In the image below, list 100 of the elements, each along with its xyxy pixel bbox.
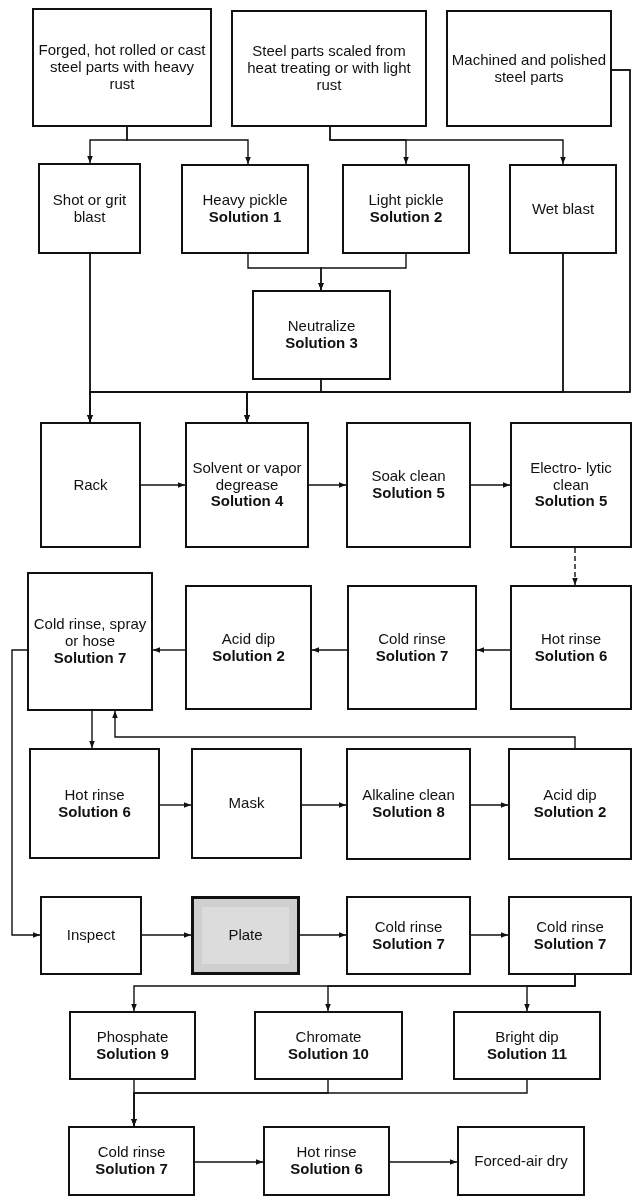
flow-arrow bbox=[329, 126, 566, 165]
process-box bbox=[346, 748, 471, 860]
step-label: Shot or grit blast bbox=[51, 191, 128, 226]
solution-label: Solution 5 bbox=[534, 493, 608, 511]
solution-label: Solution 2 bbox=[533, 804, 607, 821]
process-box bbox=[508, 748, 632, 860]
process-box bbox=[509, 164, 617, 254]
solution-label: Solution 11 bbox=[487, 1045, 567, 1063]
solution-label: Solution 2 bbox=[369, 209, 443, 226]
step-label: Hot rinse bbox=[64, 786, 125, 804]
flow-arrow bbox=[311, 647, 348, 653]
step-label: Alkaline clean bbox=[362, 787, 455, 804]
process-box bbox=[40, 422, 141, 548]
process-box bbox=[263, 1126, 390, 1196]
flow-arrow bbox=[318, 253, 407, 291]
process-box bbox=[231, 10, 427, 127]
step-label: Soak clean bbox=[371, 468, 446, 485]
step-label: Bright dip bbox=[495, 1028, 559, 1046]
step-label: Phosphate bbox=[96, 1028, 169, 1046]
flow-arrow bbox=[301, 802, 347, 808]
step-label: Cold rinse, spray or hose bbox=[32, 616, 148, 650]
solution-label: Solution 10 bbox=[288, 1045, 369, 1063]
step-label: Electro- lytic clean bbox=[529, 459, 613, 494]
step-label: Light pickle bbox=[368, 192, 444, 209]
flow-arrow bbox=[112, 710, 576, 749]
process-box bbox=[185, 422, 309, 548]
step-label: Cold rinse bbox=[374, 918, 443, 936]
process-box bbox=[29, 748, 160, 859]
solution-label: Solution 7 bbox=[372, 935, 445, 953]
process-box bbox=[27, 572, 153, 711]
process-box bbox=[254, 1011, 403, 1080]
process-box bbox=[38, 163, 141, 254]
flow-arrow bbox=[131, 1079, 528, 1127]
solution-label: Solution 1 bbox=[208, 209, 282, 226]
step-label: Hot rinse bbox=[541, 630, 601, 648]
solution-label: Solution 8 bbox=[372, 804, 445, 821]
flow-arrow bbox=[470, 482, 511, 488]
process-box bbox=[346, 896, 471, 975]
flow-arrow bbox=[470, 802, 509, 808]
process-box bbox=[68, 1126, 195, 1196]
step-label: Chromate bbox=[295, 1028, 362, 1046]
flow-arrow bbox=[572, 547, 578, 586]
step-label: Cold rinse bbox=[97, 1144, 166, 1161]
process-box bbox=[346, 422, 471, 548]
solution-label: Solution 3 bbox=[285, 335, 358, 352]
solution-label: Solution 7 bbox=[53, 649, 127, 667]
solution-label: Solution 6 bbox=[290, 1161, 363, 1178]
step-label: Forced-air dry bbox=[474, 1152, 568, 1170]
step-label: Acid dip bbox=[543, 787, 597, 804]
flow-arrow bbox=[389, 1159, 458, 1165]
solution-label: Solution 9 bbox=[96, 1045, 169, 1063]
step-label: Rack bbox=[73, 476, 108, 494]
step-label: Machined and polished steel parts bbox=[451, 51, 607, 86]
flow-arrow bbox=[11, 649, 41, 938]
step-label: Solvent or vapor degrease bbox=[191, 459, 303, 494]
step-label: Plate bbox=[228, 927, 263, 944]
process-box bbox=[181, 164, 309, 254]
solution-label: Solution 4 bbox=[210, 493, 284, 511]
process-box bbox=[191, 748, 302, 859]
flow-arrow bbox=[140, 482, 186, 488]
flow-arrow bbox=[470, 932, 509, 938]
solution-label: Solution 7 bbox=[375, 647, 449, 665]
highlighted-process-box bbox=[191, 896, 300, 975]
flow-arrow bbox=[194, 1159, 264, 1165]
process-box bbox=[347, 585, 477, 710]
flow-arrow bbox=[299, 932, 347, 938]
flow-arrow bbox=[308, 482, 347, 488]
process-box bbox=[510, 585, 632, 710]
flow-arrow bbox=[244, 69, 631, 423]
solution-label: Solution 2 bbox=[212, 647, 285, 665]
flow-arrow bbox=[476, 647, 511, 653]
step-label: Steel parts scaled from heat treating or with light rust bbox=[246, 43, 412, 94]
step-label: Forged, hot rolled or cast steel parts with heavy rust bbox=[37, 42, 207, 93]
process-box bbox=[457, 1126, 585, 1196]
process-box bbox=[185, 585, 312, 710]
step-label: Heavy pickle bbox=[202, 192, 288, 209]
process-box bbox=[32, 8, 212, 127]
flow-arrow bbox=[141, 932, 192, 938]
process-box bbox=[453, 1011, 601, 1080]
step-label: Inspect bbox=[66, 927, 116, 944]
solution-label: Solution 6 bbox=[534, 647, 608, 665]
process-box bbox=[342, 164, 470, 254]
flow-arrow bbox=[126, 126, 251, 165]
step-label: Cold rinse bbox=[536, 918, 604, 936]
process-box bbox=[446, 10, 612, 127]
solution-label: Solution 6 bbox=[58, 803, 131, 821]
step-label: Hot rinse bbox=[296, 1144, 357, 1161]
flow-arrow bbox=[89, 710, 95, 749]
solution-label: Solution 7 bbox=[95, 1161, 168, 1178]
flow-arrow bbox=[159, 802, 192, 808]
process-box bbox=[508, 896, 632, 975]
step-label: Mask bbox=[228, 795, 265, 812]
step-label: Neutralize bbox=[287, 318, 356, 335]
step-label: Wet blast bbox=[531, 200, 595, 218]
process-box bbox=[510, 422, 632, 548]
process-box bbox=[40, 896, 142, 975]
flow-arrow bbox=[152, 647, 186, 653]
process-box bbox=[69, 1011, 196, 1080]
step-label: Acid dip bbox=[221, 630, 276, 648]
step-label: Cold rinse bbox=[378, 630, 446, 648]
